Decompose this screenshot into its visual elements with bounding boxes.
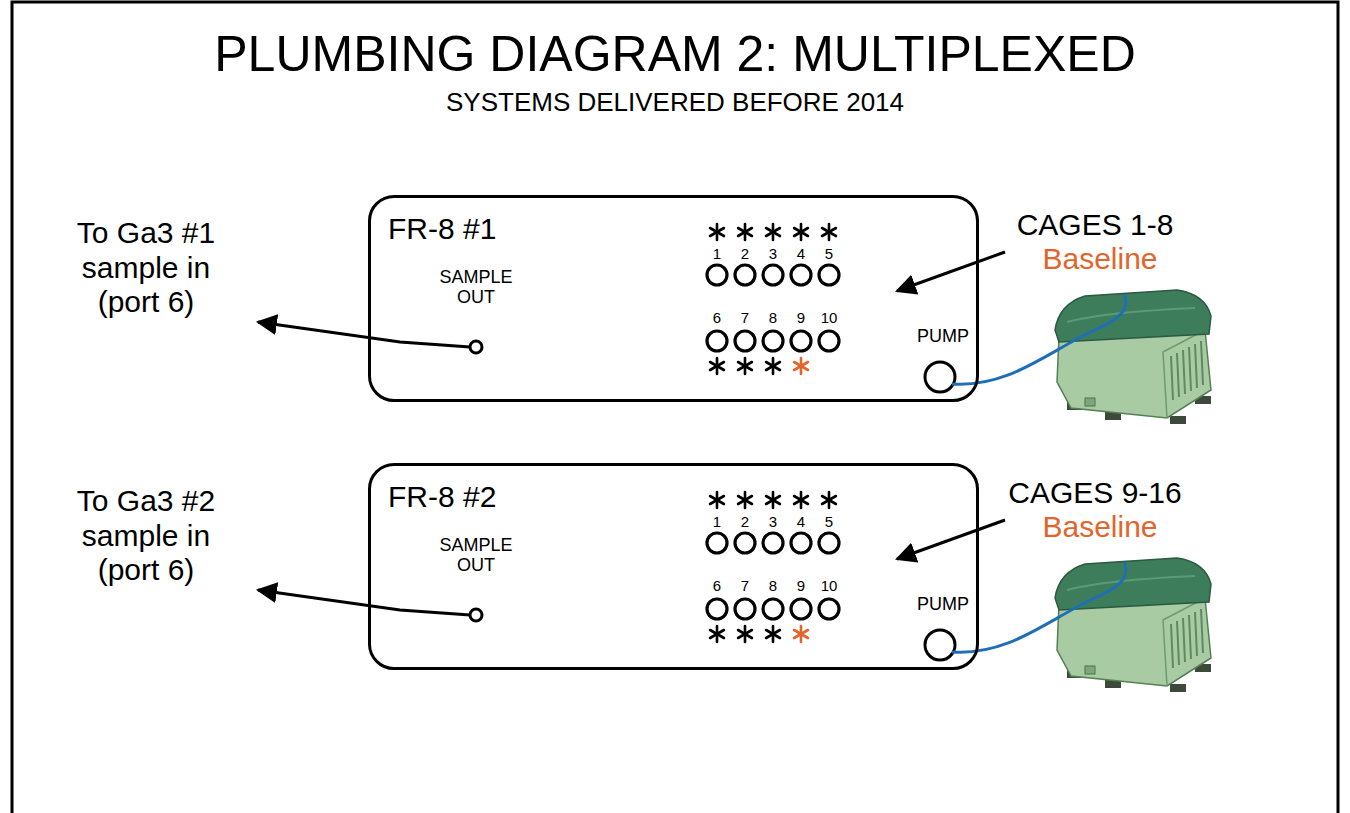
port-number: 10 [821, 577, 838, 594]
leader-arrow [258, 322, 470, 347]
baseline-label: Baseline [1042, 242, 1157, 277]
port-number: 4 [797, 513, 805, 530]
port-label: SAMPLE OUT [434, 268, 518, 308]
cages-label: CAGES 1-8 [1017, 208, 1174, 243]
destination-label: To Ga3 #1 sample in (port 6) [70, 216, 222, 320]
pump-label: PUMP [917, 594, 969, 615]
port-number: 9 [797, 577, 805, 594]
port-number: 6 [713, 577, 721, 594]
port-number: 1 [713, 245, 721, 262]
port-number: 1 [713, 513, 721, 530]
subtitle: SYSTEMS DELIVERED BEFORE 2014 [446, 88, 904, 118]
port-number: 5 [825, 513, 833, 530]
device-name: FR-8 #1 [388, 212, 496, 247]
leader-arrow [897, 520, 1005, 559]
destination-label: To Ga3 #2 sample in (port 6) [70, 484, 222, 588]
port-number: 8 [769, 577, 777, 594]
cages-label: CAGES 9-16 [1008, 476, 1181, 511]
port-number: 6 [713, 309, 721, 326]
port-number: 2 [741, 245, 749, 262]
baseline-label: Baseline [1042, 510, 1157, 545]
port-label: SAMPLE OUT [434, 536, 518, 576]
pump-label: PUMP [917, 326, 969, 347]
port-symbols [470, 492, 955, 660]
port-number: 9 [797, 309, 805, 326]
port-number: 4 [797, 245, 805, 262]
flow-router-box: FR-8 #1 SAMPLE OUT 1 2 3 4 5 6 7 8 9 10PUMP [368, 195, 979, 402]
port-number: 7 [741, 309, 749, 326]
port-number: 3 [769, 245, 777, 262]
flow-router-box: FR-8 #2 SAMPLE OUT 1 2 3 4 5 6 7 8 9 10PUMP [368, 463, 979, 670]
port-symbols [470, 224, 955, 392]
air-pump [1055, 558, 1211, 692]
port-number: 10 [821, 309, 838, 326]
diagram-title: PLUMBING DIAGRAM 2: MULTIPLEXED [214, 26, 1135, 84]
port-number: 7 [741, 577, 749, 594]
port-number: 3 [769, 513, 777, 530]
leader-arrow [258, 590, 470, 615]
leader-arrow [897, 252, 1005, 291]
air-pump [1055, 290, 1211, 424]
page-frame [12, 2, 1338, 813]
port-number: 8 [769, 309, 777, 326]
port-number: 2 [741, 513, 749, 530]
device-name: FR-8 #2 [388, 480, 496, 515]
port-number: 5 [825, 245, 833, 262]
